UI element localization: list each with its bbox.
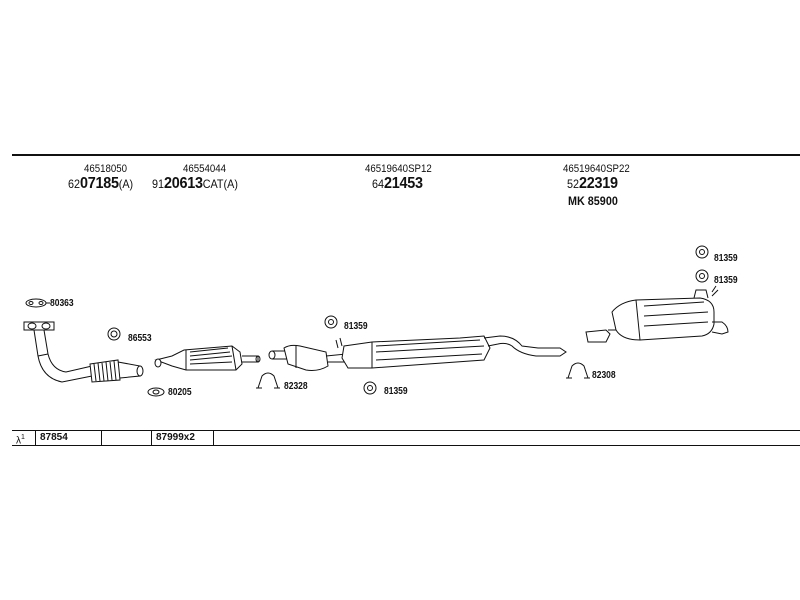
sensor-table: λ1 87854 87999x2 (12, 430, 800, 446)
rubber-mount-81359-icon-d (695, 269, 709, 283)
lambda-symbol: λ (16, 435, 21, 447)
part-number-46519640SP22: 46519640SP22 (563, 163, 630, 175)
part-code-bold: 07185 (80, 175, 119, 192)
label-81359-b: 81359 (384, 386, 408, 397)
label-82308: 82308 (592, 370, 616, 381)
part-code-21453: 6421453 (372, 176, 423, 192)
part-code-bold: 21453 (384, 175, 423, 192)
label-81359-a: 81359 (344, 321, 368, 332)
label-80205: 80205 (168, 387, 192, 398)
part-code-22319: 5222319 (567, 176, 618, 192)
part-code-suffix: (A) (118, 177, 134, 191)
rubber-mount-81359-icon-c (695, 245, 709, 259)
lambda-superscript: 1 (21, 434, 25, 441)
part-code-20613: 9120613CAT(A) (152, 176, 238, 192)
middle-silencer-icon (268, 335, 567, 371)
part-code-prefix: 91 (152, 177, 165, 191)
spring-86553-icon (107, 327, 121, 341)
part-code-prefix: 52 (567, 177, 580, 191)
rubber-mount-81359-icon-a (324, 315, 338, 329)
front-pipe-icon (23, 321, 144, 383)
part-number-46554044: 46554044 (183, 163, 227, 175)
gasket-80363-icon (25, 298, 47, 308)
clamp-82328-icon (256, 372, 280, 389)
part-code-bold: 22319 (579, 175, 618, 192)
label-81359-d: 81359 (714, 275, 738, 286)
lambda-cell: λ1 (12, 431, 36, 447)
part-number-46518050: 46518050 (84, 163, 128, 175)
cell-empty (102, 431, 152, 445)
part-code-suffix: CAT(A) (202, 177, 238, 191)
top-divider-line (12, 154, 800, 156)
part-number-46519640SP12: 46519640SP12 (365, 163, 432, 175)
rubber-mount-81359-icon-b (363, 381, 377, 395)
part-code-prefix: 62 (68, 177, 81, 191)
label-82328: 82328 (284, 381, 308, 392)
gasket-80205-icon (147, 387, 165, 397)
cell-87999x2: 87999x2 (152, 431, 214, 445)
label-86553: 86553 (128, 333, 152, 344)
part-code-07185: 6207185(A) (68, 176, 133, 192)
rear-silencer-icon (585, 285, 729, 343)
cell-87854: 87854 (36, 431, 102, 445)
label-81359-c: 81359 (714, 253, 738, 264)
part-code-prefix: 64 (372, 177, 385, 191)
label-80363: 80363 (50, 298, 74, 309)
part-code-bold: 20613 (164, 175, 203, 192)
catalytic-converter-icon (154, 345, 261, 371)
clamp-82308-icon (566, 362, 590, 379)
mounting-kit-label: MK 85900 (568, 194, 618, 208)
